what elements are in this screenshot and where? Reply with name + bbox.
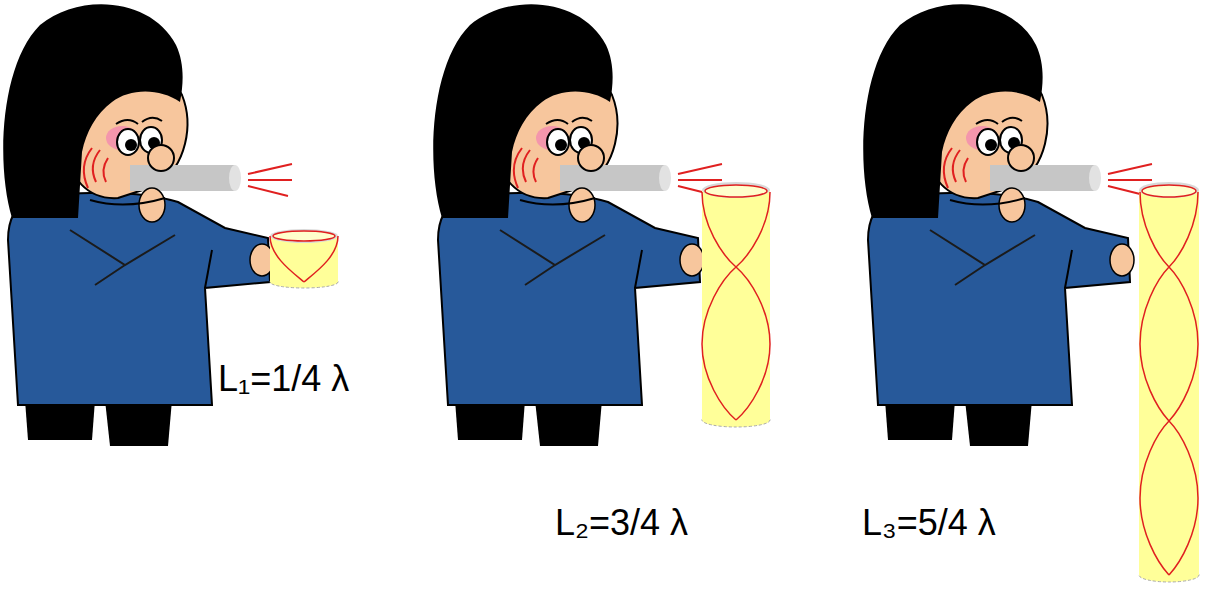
pipe xyxy=(270,229,338,288)
standing-wave xyxy=(1140,192,1198,575)
standing-wave xyxy=(270,236,338,282)
pipe xyxy=(1139,182,1199,582)
pipe xyxy=(702,182,770,427)
woman-figure xyxy=(433,4,722,446)
woman-figure xyxy=(863,4,1152,446)
length-label: L₁=1/4 λ xyxy=(218,358,349,399)
length-label: L₂=3/4 λ xyxy=(555,502,688,543)
length-label: L₃=5/4 λ xyxy=(862,502,996,543)
standing-wave xyxy=(702,192,770,420)
